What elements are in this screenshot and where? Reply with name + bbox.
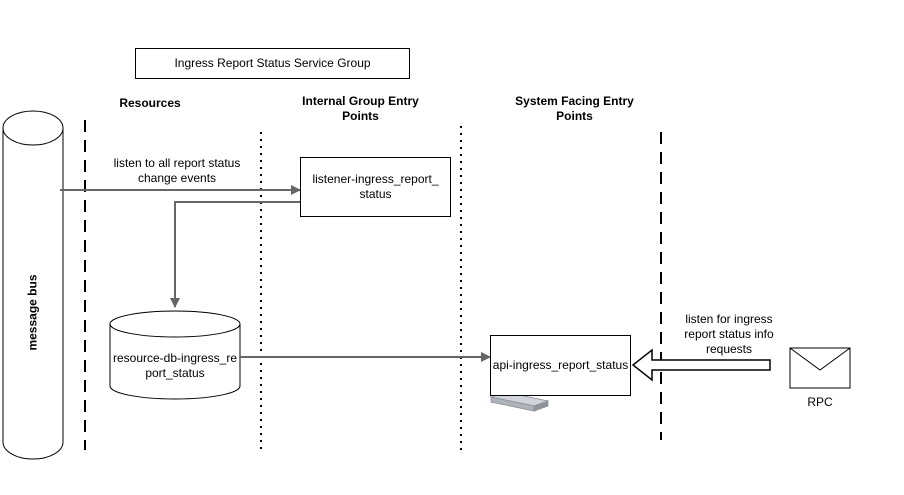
message-bus-label: message bus bbox=[25, 274, 40, 351]
service-group-title: Ingress Report Status Service Group bbox=[135, 48, 410, 79]
edge-label-listen-ingress: listen for ingress report status info re… bbox=[674, 312, 784, 357]
edge-label-listen-all: listen to all report status change event… bbox=[113, 156, 241, 185]
listener-node-label: listener-ingress_report_status bbox=[312, 172, 439, 201]
server-icon bbox=[489, 391, 550, 412]
rpc-label: RPC bbox=[807, 395, 833, 409]
api-node-label: api-ingress_report_status bbox=[492, 358, 629, 372]
envelope-icon bbox=[789, 347, 851, 389]
edge-rpc-to-api bbox=[631, 348, 771, 382]
api-node[interactable]: api-ingress_report_status bbox=[490, 335, 631, 396]
db-node-label: resource-db-ingress_report_status bbox=[112, 351, 238, 380]
edge-listener-to-db bbox=[170, 201, 300, 308]
listener-node[interactable]: listener-ingress_report_status bbox=[300, 157, 451, 217]
db-cylinder bbox=[109, 310, 241, 400]
column-header-internal: Internal Group Entry Points bbox=[302, 94, 419, 123]
service-group-title-text: Ingress Report Status Service Group bbox=[174, 56, 371, 70]
column-header-system: System Facing Entry Points bbox=[515, 94, 634, 123]
column-header-resources: Resources bbox=[119, 96, 181, 110]
message-bus-cylinder bbox=[2, 110, 64, 460]
